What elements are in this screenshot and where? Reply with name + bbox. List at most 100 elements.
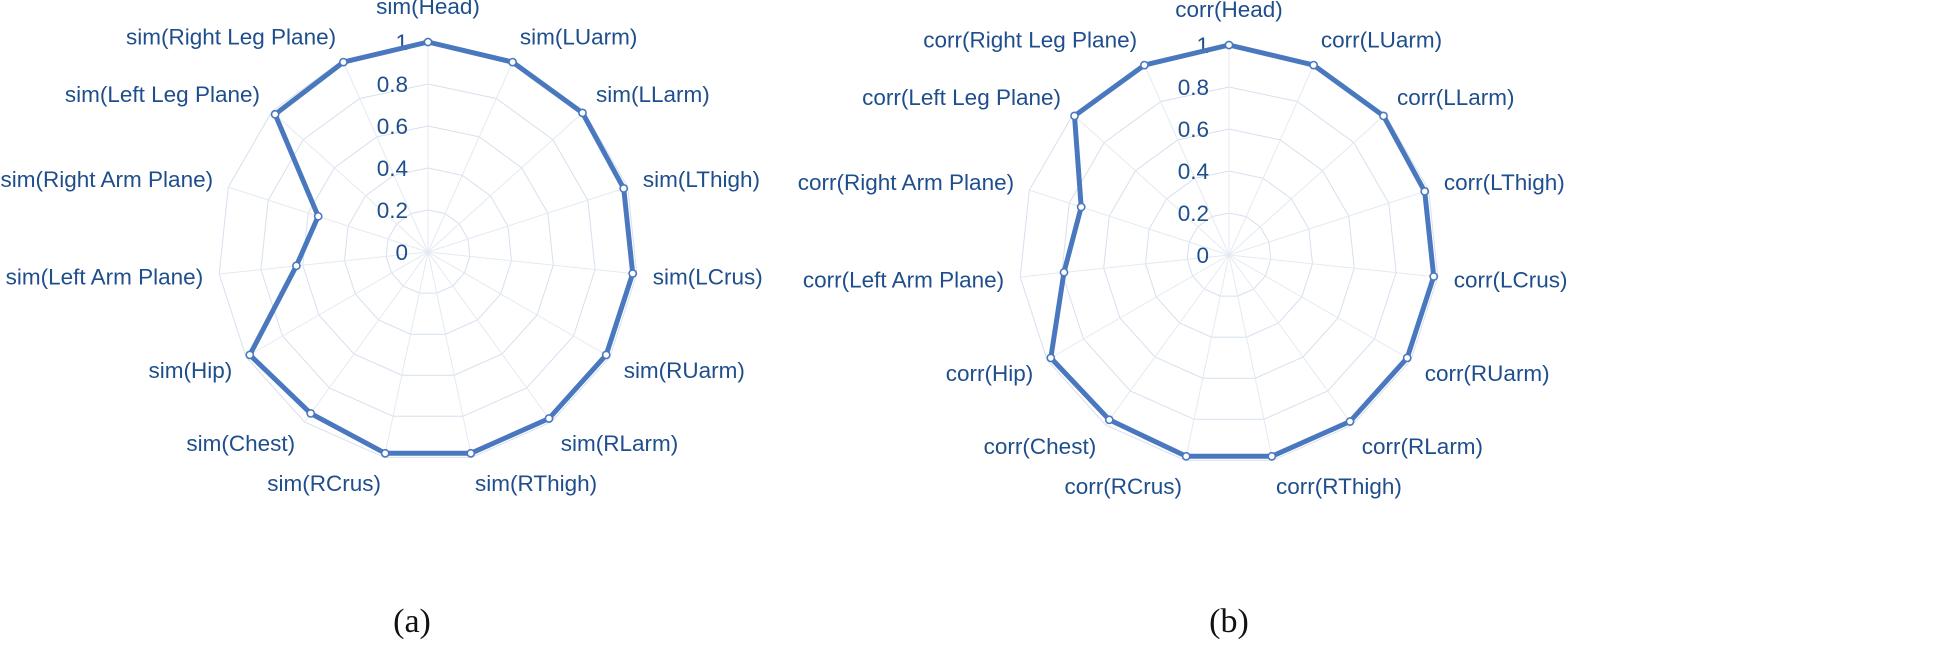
axis-label-corr-right-arm-plane: corr(Right Arm Plane)	[798, 170, 1014, 195]
spoke-line	[228, 186, 429, 253]
series	[1046, 40, 1439, 461]
spoke-line	[245, 251, 429, 358]
axis-label-sim-left-leg-plane: sim(Left Leg Plane)	[65, 82, 260, 107]
data-point	[291, 261, 301, 271]
axis-label-sim-lcrus: sim(LCrus)	[653, 265, 763, 290]
axis-label-corr-luarm: corr(LUarm)	[1321, 27, 1442, 52]
radar-chart-a: 00.20.40.60.81sim(Head)sim(LUarm)sim(LLa…	[1, 0, 763, 640]
spoke-line	[342, 59, 429, 253]
axis-label-corr-rcrus: corr(RCrus)	[1065, 474, 1183, 499]
axis-label-corr-head: corr(Head)	[1175, 0, 1283, 22]
data-point	[1379, 111, 1388, 121]
spoke-line	[1228, 189, 1429, 256]
tick-label: 0.8	[377, 72, 408, 97]
spoke-line	[1228, 114, 1386, 256]
data-point	[1059, 267, 1069, 277]
data-point	[1224, 40, 1234, 50]
axis-label-sim-luarm: sim(LUarm)	[520, 24, 638, 49]
tick-label: 0.8	[1178, 75, 1209, 100]
tick-label: 0	[395, 240, 408, 265]
category-labels: sim(Head) sim(LUarm) sim(LLarm) sim(LThigh)…	[1, 0, 763, 496]
spoke-line	[219, 251, 429, 275]
gridline-ring	[218, 41, 638, 458]
chart-caption: (a)	[393, 603, 431, 640]
data-point	[1104, 415, 1114, 425]
spoke-line	[1020, 254, 1230, 278]
data-point	[380, 448, 390, 458]
data-point	[1140, 60, 1149, 70]
spoke-line	[427, 59, 514, 253]
data-point	[1181, 451, 1191, 461]
axis-label-sim-llarm: sim(LLarm)	[596, 82, 710, 107]
data-point	[508, 57, 517, 67]
data-point	[628, 269, 638, 278]
series-line	[247, 39, 636, 456]
spoke-line	[1228, 254, 1412, 361]
axis-label-sim-rthigh: sim(RThigh)	[475, 471, 597, 496]
spoke-line	[427, 251, 637, 275]
gridline-ring	[1144, 170, 1314, 338]
gridline-ring	[1061, 86, 1397, 420]
spoke-line	[1029, 189, 1230, 256]
spoke-line	[1184, 254, 1230, 461]
spoke-line	[427, 251, 473, 458]
grid	[218, 41, 638, 458]
data-point	[270, 109, 280, 119]
data-point	[466, 448, 476, 458]
tick-label: 0.4	[377, 156, 408, 181]
gridline-ring	[1186, 212, 1272, 297]
data-point	[313, 211, 323, 221]
axis-label-sim-left-arm-plane: sim(Left Arm Plane)	[6, 265, 204, 290]
tick-label: 0.6	[1178, 117, 1209, 142]
radar-chart-b: 00.20.40.60.81corr(Head)corr(LUarm)corr(…	[798, 0, 1568, 640]
gridline-ring	[260, 83, 596, 417]
gridline-ring	[1019, 44, 1439, 461]
axis-label-sim-right-arm-plane: sim(Right Arm Plane)	[1, 167, 214, 192]
axis-label-sim-rcrus: sim(RCrus)	[267, 471, 381, 496]
axis-label-sim-right-leg-plane: sim(Right Leg Plane)	[126, 24, 336, 49]
data-point	[1267, 451, 1277, 461]
axis-label-corr-right-leg-plane: corr(Right Leg Plane)	[923, 27, 1137, 52]
spoke-line	[1105, 254, 1230, 426]
spoke-line	[271, 111, 429, 253]
spoke-line	[427, 111, 585, 253]
data-point	[1070, 111, 1079, 121]
tick-label: 0.2	[1178, 201, 1209, 226]
data-point	[1345, 417, 1355, 426]
axis-label-corr-rlarm: corr(RLarm)	[1362, 434, 1483, 459]
axis-label-sim-head: sim(Head)	[376, 0, 480, 19]
spoke-line	[1228, 62, 1315, 256]
axis-label-sim-lthigh: sim(LThigh)	[643, 167, 760, 192]
data-point	[245, 350, 255, 360]
tick-label: 0.2	[377, 198, 408, 223]
data-point	[619, 183, 629, 193]
gridline-ring	[385, 209, 471, 294]
data-point	[578, 108, 587, 118]
data-point	[1046, 353, 1056, 363]
data-point	[601, 350, 611, 360]
chart-caption: (b)	[1209, 603, 1249, 640]
data-point	[1420, 186, 1430, 196]
axis-label-corr-hip: corr(Hip)	[946, 361, 1034, 386]
spoke-line	[1072, 114, 1230, 256]
axis-label-corr-lcrus: corr(LCrus)	[1454, 268, 1568, 293]
data-point	[1402, 353, 1412, 363]
axis-label-sim-chest: sim(Chest)	[186, 431, 295, 456]
spoke-line	[383, 251, 429, 458]
gridline-ring	[1103, 128, 1355, 379]
tick-label: 0	[1196, 243, 1209, 268]
data-point	[1076, 202, 1086, 212]
axis-label-sim-hip: sim(Hip)	[149, 358, 233, 383]
spoke-line	[427, 251, 611, 358]
data-point	[544, 414, 554, 423]
spoke-line	[1228, 254, 1274, 461]
data-point	[1309, 60, 1318, 70]
spoke-line	[427, 186, 628, 253]
grid	[1019, 44, 1439, 461]
axis-label-corr-rthigh: corr(RThigh)	[1276, 474, 1402, 499]
data-point	[423, 37, 433, 47]
tick-labels: 00.20.40.60.81	[377, 30, 408, 265]
series	[245, 37, 638, 458]
tick-label: 0.6	[377, 114, 408, 139]
